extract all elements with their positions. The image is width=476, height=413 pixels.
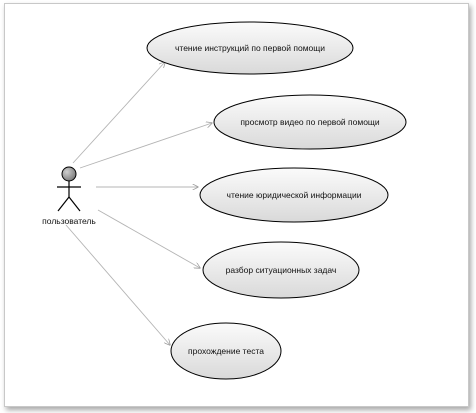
actor-right-leg <box>68 196 81 212</box>
use-case-1-ellipse[interactable] <box>146 21 354 75</box>
association-line-1 <box>72 62 165 164</box>
use-case-3-ellipse[interactable] <box>199 167 389 223</box>
use-case-1[interactable]: чтение инструкций по первой помощи <box>146 21 354 75</box>
actor-head <box>61 166 77 182</box>
use-case-3-label: чтение юридической информации <box>227 190 362 200</box>
use-case-5-ellipse[interactable] <box>170 322 282 380</box>
association-line-5 <box>65 224 170 345</box>
use-case-4-label: разбор ситуационных задач <box>226 265 337 275</box>
use-case-2-ellipse[interactable] <box>213 94 407 150</box>
use-case-2-label: просмотр видео по первой помощи <box>240 117 380 127</box>
use-case-4[interactable]: разбор ситуационных задач <box>202 241 360 299</box>
association-line-2 <box>79 123 212 169</box>
use-case-3[interactable]: чтение юридической информации <box>199 167 389 223</box>
actor-left-leg <box>57 196 70 212</box>
use-case-2[interactable]: просмотр видео по первой помощи <box>213 94 407 150</box>
use-case-4-ellipse[interactable] <box>202 241 360 299</box>
associations <box>65 62 212 345</box>
association-line-4 <box>97 209 200 268</box>
use-case-5-label: прохождение теста <box>188 346 264 356</box>
actor-label: пользователь <box>42 216 96 226</box>
use-case-5[interactable]: прохождение теста <box>170 322 282 380</box>
use-case-1-label: чтение инструкций по первой помощи <box>175 43 325 53</box>
actor[interactable]: пользователь <box>42 166 96 226</box>
